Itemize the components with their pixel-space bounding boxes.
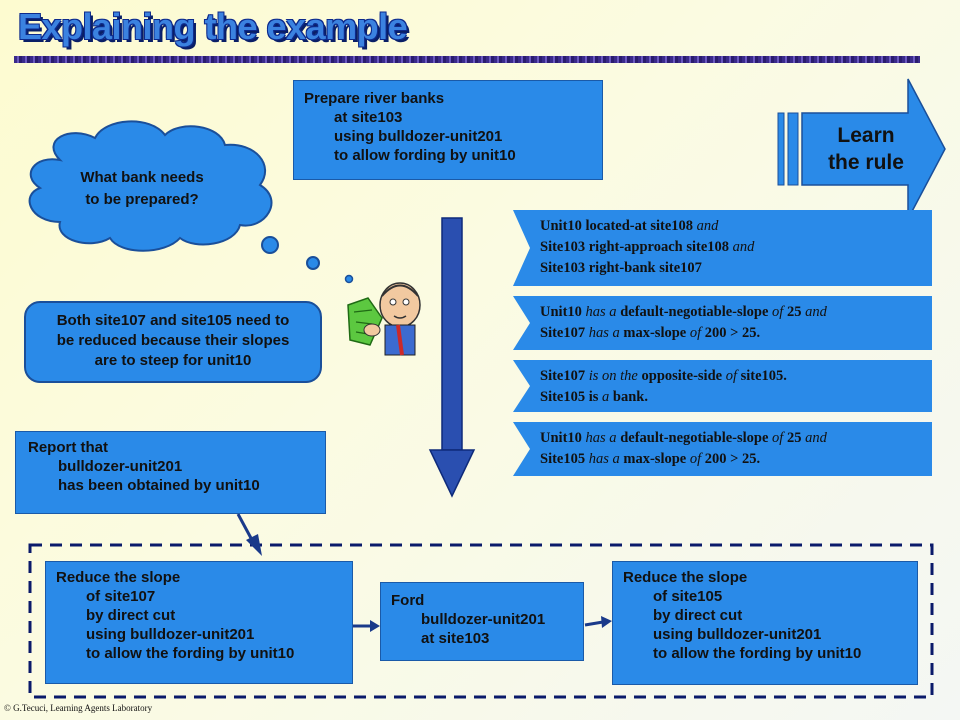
explanation-connector: and — [801, 304, 827, 320]
subtask-line: of site107 — [86, 588, 156, 605]
explanation-text: 25 — [786, 304, 802, 320]
explanation-connector: a — [602, 389, 610, 405]
task-line: using bulldozer-unit201 — [334, 128, 503, 145]
task-line: Prepare river banks — [304, 90, 445, 107]
learn-rule-line: Learn — [837, 124, 895, 147]
thought-bubble: Both site107 and site105 need to be redu… — [24, 301, 322, 383]
subtask-line: Reduce the slope — [623, 569, 748, 586]
thought-line: Both site107 and site105 need to — [56, 312, 290, 329]
explanation-connector: of — [768, 304, 787, 320]
explanation-text: Site103 right-bank site107 — [540, 260, 702, 276]
explanation-text: Site107 — [540, 325, 586, 341]
explanation-text: Site105 — [540, 389, 586, 405]
thought-circle-icon — [344, 274, 354, 284]
cloud-icon — [28, 120, 273, 252]
subtask-line: using bulldozer-unit201 — [86, 626, 255, 643]
subtask-line: using bulldozer-unit201 — [653, 626, 822, 643]
explanation-connector: and — [693, 218, 719, 234]
explanation-connector: has a — [585, 451, 624, 467]
explanation-text: default-negotiable-slope — [620, 430, 769, 446]
explanation-text: default-negotiable-slope — [620, 304, 769, 320]
cloud-question-text: What bank needs to be prepared? — [52, 167, 232, 211]
subtask-line: to allow the fording by unit10 — [86, 645, 295, 662]
explanation-box: Unit10 has a default-negotiable-slope of… — [540, 302, 930, 344]
task-line: at site103 — [334, 109, 403, 126]
right-arrow-icon — [236, 513, 262, 556]
report-box[interactable]: Report that bulldozer-unit201 has been o… — [15, 431, 326, 514]
learn-arrow-shape — [801, 78, 946, 220]
task-line: to allow fording by unit10 — [334, 147, 516, 164]
thought-circle-icon — [261, 236, 279, 254]
copyright-text: © G.Tecuci, Learning Agents Laboratory — [4, 703, 153, 713]
subtask-line: at site103 — [421, 630, 490, 647]
explanation-text: 200 > 25. — [704, 325, 761, 341]
learn-rule-button[interactable]: Learn the rule — [806, 122, 926, 176]
explanation-text: is — [585, 389, 603, 405]
explanation-text: 200 > 25. — [704, 451, 761, 467]
explanation-text: Unit10 — [540, 304, 582, 320]
right-arrow-icon — [584, 616, 612, 628]
page-title: Explaining the example — [18, 6, 408, 47]
explanation-connector: of — [686, 451, 705, 467]
right-arrow-icon — [353, 620, 380, 632]
thought-circle-icon — [306, 256, 320, 270]
explanation-text: site105. — [740, 368, 787, 384]
explanation-connector: has a — [585, 325, 624, 341]
explanation-connector: and — [729, 239, 755, 255]
explanation-connector: and — [801, 430, 827, 446]
explanation-text: Unit10 — [540, 430, 582, 446]
subtask-line: Reduce the slope — [56, 569, 181, 586]
subtask-line: by direct cut — [86, 607, 176, 624]
explanation-connector: of — [722, 368, 741, 384]
person-holding-money-icon — [347, 282, 421, 356]
subtask-line: by direct cut — [653, 607, 743, 624]
explanation-text: Unit10 located-at site108 — [540, 218, 694, 234]
thought-line: are to steep for unit10 — [94, 352, 252, 369]
subtask-line: bulldozer-unit201 — [421, 611, 546, 628]
explanation-text: opposite-side — [641, 368, 723, 384]
explanation-text: Site105 — [540, 451, 586, 467]
explanation-connector: has a — [581, 304, 621, 320]
explanation-connector: is on the — [585, 368, 642, 384]
subtask-reduce-slope-site107[interactable]: Reduce the slope of site107 by direct cu… — [45, 561, 353, 684]
down-arrow-icon — [428, 217, 476, 498]
report-line: bulldozer-unit201 — [58, 458, 183, 475]
explanation-text: bank. — [609, 389, 648, 405]
learn-rule-line: the rule — [828, 151, 904, 174]
subtask-line: Ford — [391, 592, 425, 609]
subtask-dashed-frame — [28, 543, 934, 699]
explanation-connector: has a — [581, 430, 621, 446]
explanation-box: Site107 is on the opposite-side of site1… — [540, 366, 930, 408]
subtask-ford[interactable]: Ford bulldozer-unit201 at site103 — [380, 582, 584, 661]
explanation-box: Unit10 has a default-negotiable-slope of… — [540, 428, 930, 470]
explanation-text: 25 — [786, 430, 802, 446]
explanation-box: Unit10 located-at site108 and Site103 ri… — [540, 216, 930, 279]
report-line: has been obtained by unit10 — [58, 477, 260, 494]
subtask-reduce-slope-site105[interactable]: Reduce the slope of site105 by direct cu… — [612, 561, 918, 685]
explanation-text: Site103 right-approach site108 — [540, 239, 730, 255]
task-prepare-river-banks[interactable]: Prepare river banks at site103 using bul… — [293, 80, 603, 180]
explanation-text: max-slope — [623, 325, 687, 341]
title-divider — [14, 56, 920, 63]
cloud-question-line: What bank needs — [80, 169, 204, 186]
explanation-connector: of — [768, 430, 787, 446]
cloud-question-line: to be prepared? — [85, 191, 199, 208]
subtask-line: to allow the fording by unit10 — [653, 645, 862, 662]
explanation-connector: of — [686, 325, 705, 341]
explanation-text: Site107 — [540, 368, 586, 384]
thought-line: be reduced because their slopes — [56, 332, 290, 349]
report-line: Report that — [28, 439, 108, 456]
explanation-text: max-slope — [623, 451, 687, 467]
subtask-line: of site105 — [653, 588, 723, 605]
